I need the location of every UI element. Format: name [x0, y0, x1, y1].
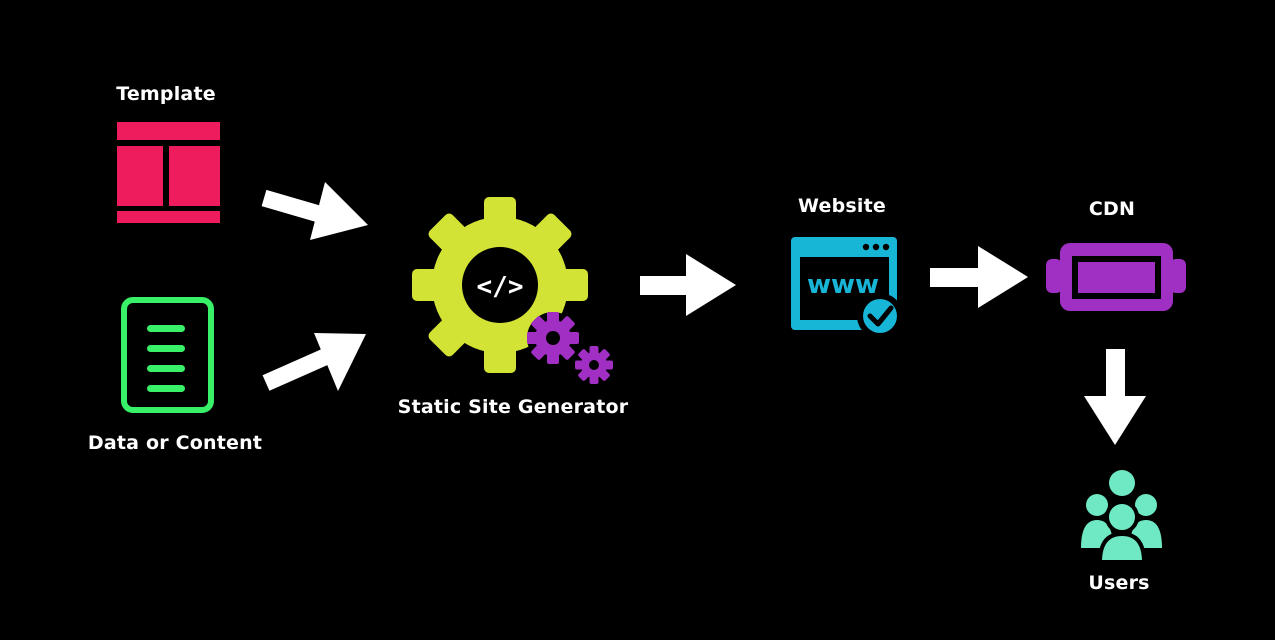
document-icon: [121, 297, 214, 413]
template-layout-icon: [117, 122, 220, 223]
arrow-data-to-ssg: [262, 333, 366, 391]
arrow-cdn-to-users: [1084, 349, 1146, 445]
cdn-server-icon: [1046, 243, 1186, 311]
users-group-icon: [1081, 470, 1162, 564]
url-text: www: [807, 270, 879, 300]
arrow-template-to-ssg: [261, 182, 368, 240]
browser-window-icon: www: [791, 237, 903, 339]
website-label: Website: [798, 195, 886, 217]
gear-code-icon: </>: [412, 197, 613, 384]
users-label: Users: [1088, 572, 1150, 594]
cdn-label: CDN: [1088, 198, 1136, 220]
ssg-label: Static Site Generator: [397, 396, 629, 418]
data-content-label: Data or Content: [87, 432, 263, 454]
template-label: Template: [116, 83, 216, 105]
arrow-website-to-cdn: [930, 246, 1028, 308]
code-symbol: </>: [477, 272, 524, 302]
arrow-ssg-to-website: [640, 254, 736, 316]
